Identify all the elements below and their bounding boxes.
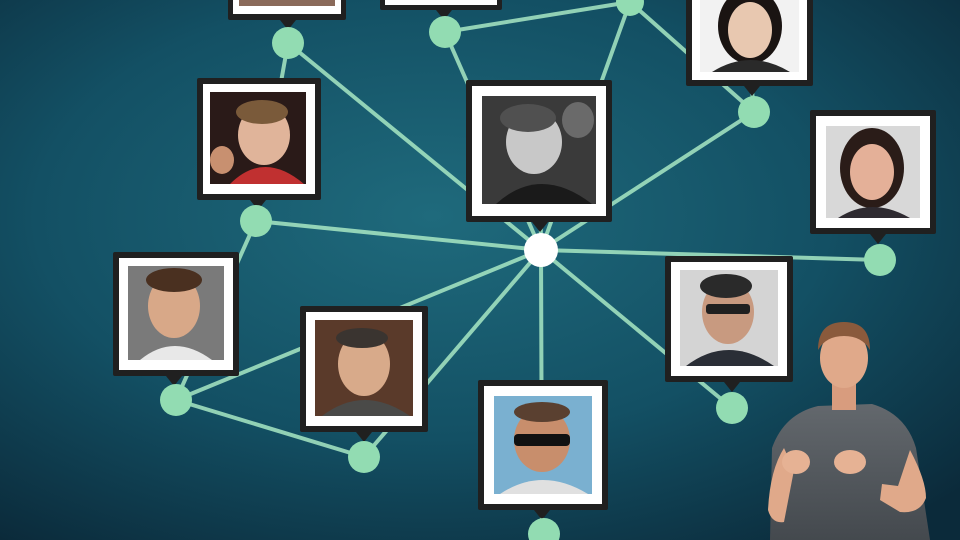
profile-card bbox=[810, 110, 936, 276]
graph-node bbox=[528, 518, 560, 540]
edge bbox=[443, 0, 632, 34]
graph-node bbox=[616, 0, 644, 16]
profile-card bbox=[380, 0, 502, 48]
graph-node bbox=[738, 96, 770, 128]
graph-node bbox=[716, 392, 748, 424]
profile-card bbox=[300, 306, 428, 473]
hub-node bbox=[524, 233, 558, 267]
graph-node bbox=[240, 205, 272, 237]
graph-node bbox=[160, 384, 192, 416]
graph-node bbox=[348, 441, 380, 473]
presenter-right-arm bbox=[880, 450, 926, 513]
profile-card bbox=[113, 252, 239, 416]
presenter-right-hand bbox=[834, 450, 866, 474]
profile-card bbox=[197, 78, 321, 237]
profile-card bbox=[686, 0, 813, 128]
edge bbox=[174, 398, 366, 459]
presenter-face bbox=[820, 328, 868, 388]
profile-card bbox=[466, 80, 612, 232]
profile-card bbox=[478, 380, 608, 540]
graph-node bbox=[864, 244, 896, 276]
presenter-neck bbox=[832, 384, 856, 410]
graph-node bbox=[429, 16, 461, 48]
profile-card bbox=[228, 0, 346, 59]
profile-card bbox=[665, 256, 793, 424]
presenter-hair bbox=[818, 322, 870, 350]
edge bbox=[539, 110, 756, 252]
presenter bbox=[768, 322, 930, 540]
graph-node bbox=[272, 27, 304, 59]
edge bbox=[254, 219, 543, 252]
edge bbox=[539, 248, 882, 262]
presenter-left-hand bbox=[782, 450, 810, 474]
